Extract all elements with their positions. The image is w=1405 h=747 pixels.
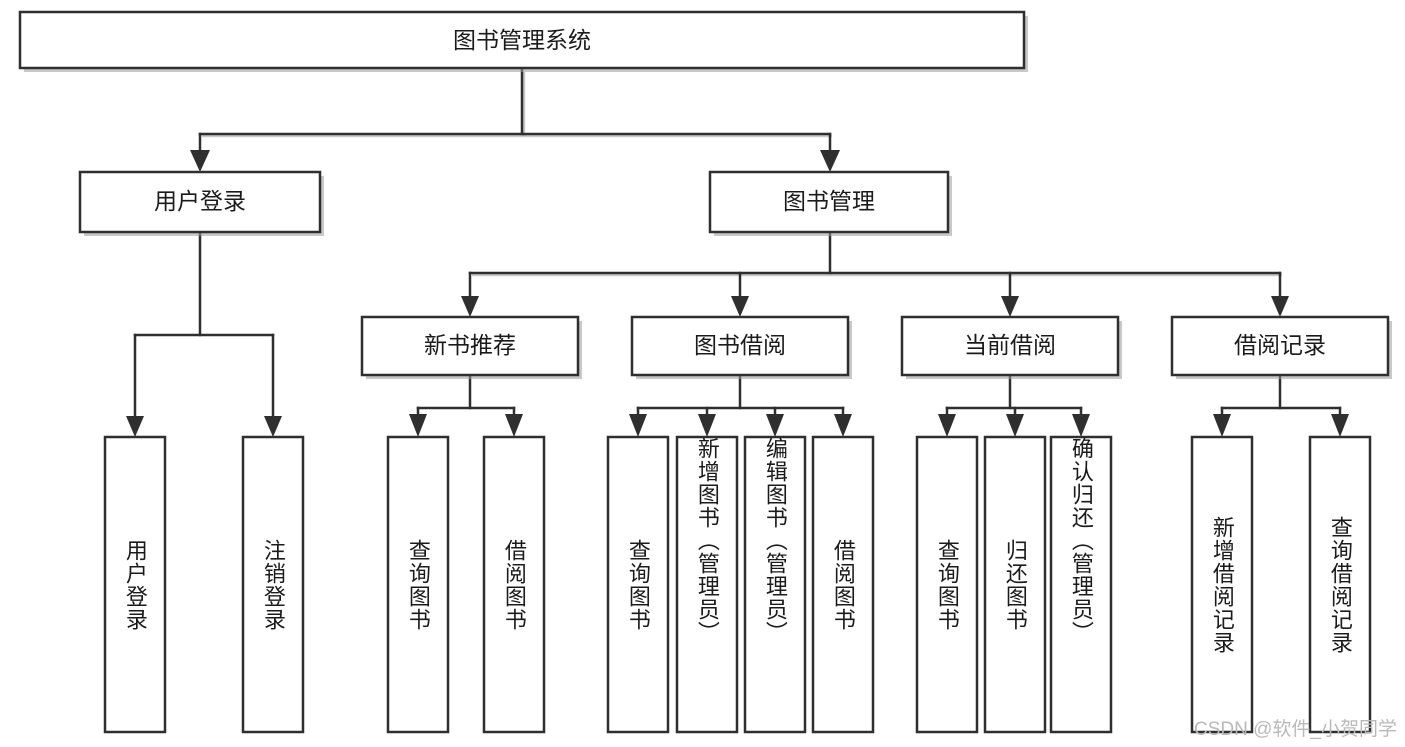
node-root[interactable]: 图书管理系统 [18,10,1028,72]
root-label: 图书管理系统 [453,27,591,53]
arrowhead-bb-leaf1 [629,414,647,437]
arrowhead-bb-leaf4 [834,414,852,437]
node-layer: 图书管理系统 用户登录 图书管理 新书推荐 图书借阅 当前借阅 [18,10,1392,734]
borrow-record-rect [1170,315,1390,377]
arrowhead-bb-leaf3 [766,414,784,437]
node-book-management[interactable]: 图书管理 [708,170,952,236]
arrowhead-current-borrow [1001,296,1019,317]
node-new-book-recommend[interactable]: 新书推荐 [360,315,582,379]
user-login-rect [78,170,322,234]
leaf-node[interactable] [915,435,979,734]
book-borrow-rect [630,315,850,377]
borrow-record-label: 借阅记录 [1234,332,1326,358]
leaf-rect-return-book [983,435,1047,734]
leaf-rect-query-book-nb [386,435,450,734]
leaf-node[interactable] [811,435,875,734]
leaf-rect-user-login [103,435,167,734]
leaf-rect-borrow-book-bb [811,435,875,734]
csdn-watermark: CSDN @软件_小贺同学 [1194,719,1397,740]
leaf-rect-add-record [1190,435,1254,734]
new-books-label: 新书推荐 [424,332,516,358]
arrowhead-bb-leaf2 [698,414,716,437]
node-user-login[interactable]: 用户登录 [78,170,324,236]
leaf-rect-query-record [1308,435,1372,734]
arrowhead-borrow-record [1271,296,1289,317]
arrowhead-leaf-logout [264,416,282,437]
leaf-rect-borrow-book-nb [482,435,546,734]
arrowhead-br-leaf1 [1213,414,1231,437]
leaf-node[interactable] [606,435,670,734]
book-borrow-label: 图书借阅 [694,332,786,358]
arrowhead-book-mgmt [820,150,840,172]
arrowhead-nb-leaf2 [505,414,523,437]
arrowhead-cb-leaf3 [1072,414,1090,437]
arrowhead-cb-leaf2 [1006,414,1024,437]
leaf-rect-query-book-cb [915,435,979,734]
leaf-node[interactable] [1190,435,1254,734]
book-mgmt-label: 图书管理 [783,188,875,214]
root-rect [18,10,1026,70]
leaf-rect-logout [241,435,305,734]
node-borrow-record[interactable]: 借阅记录 [1170,315,1392,379]
book-mgmt-rect [708,170,950,234]
leaf-node[interactable] [482,435,546,734]
connector-layer [126,68,1349,437]
current-borrow-rect [900,315,1120,377]
arrowhead-br-leaf2 [1331,414,1349,437]
node-current-borrow[interactable]: 当前借阅 [900,315,1122,379]
arrowhead-cb-leaf1 [938,414,956,437]
arrowhead-user-login [190,150,210,172]
arrowhead-leaf-user-login [126,416,144,437]
current-borrow-label: 当前借阅 [964,332,1056,358]
leaf-node[interactable] [983,435,1047,734]
leaf-node[interactable] [241,435,305,734]
leaf-node[interactable] [386,435,450,734]
node-book-borrow[interactable]: 图书借阅 [630,315,852,379]
leaf-node[interactable] [675,435,739,734]
leaf-node[interactable] [1308,435,1372,734]
arrowhead-borrow-books [731,296,749,317]
user-login-label: 用户登录 [154,188,246,214]
new-books-rect [360,315,580,377]
leaf-node[interactable] [743,435,807,734]
leaf-node[interactable] [1049,435,1113,734]
arrowhead-new-books [461,296,479,317]
leaf-rect-edit-book [743,435,807,734]
leaf-rect-query-book-bb [606,435,670,734]
leaf-rect-confirm-return [1049,435,1113,734]
arrowhead-nb-leaf1 [409,414,427,437]
leaf-rect-add-book [675,435,739,734]
leaf-node[interactable] [103,435,167,734]
